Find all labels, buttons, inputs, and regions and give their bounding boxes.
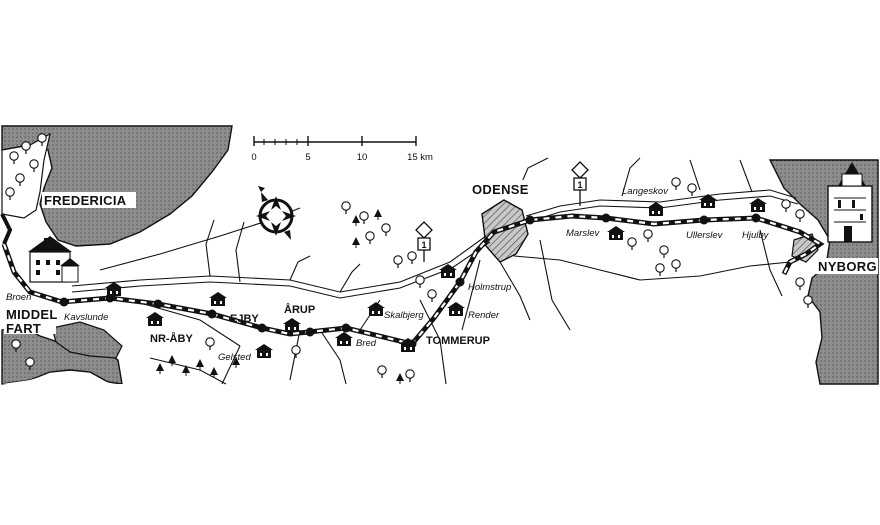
- tree-icon: [427, 289, 437, 303]
- tree-icon: [351, 214, 361, 227]
- scale-tick-5: 5: [305, 152, 310, 163]
- tree-icon: [181, 364, 191, 377]
- label-nyborg: NYBORG: [818, 259, 877, 274]
- town-house-icon: [749, 198, 767, 212]
- label-middelfart-1: MIDDEL: [6, 307, 58, 322]
- castle-icon: [827, 162, 873, 243]
- label-ullerslev: Ullerslev: [686, 230, 724, 241]
- station-aarup: [305, 327, 315, 337]
- labels: FREDERICIA Broen MIDDEL FART Kavslunde N…: [4, 180, 878, 363]
- tree-icon: [291, 345, 301, 359]
- tree-icon: [781, 199, 791, 213]
- label-skalbjerg: Skalbjerg: [384, 310, 424, 321]
- town-house-icon: [209, 292, 227, 306]
- tree-icon: [373, 208, 383, 221]
- scale-bar: 0 5 10 15 km: [251, 136, 433, 163]
- station-nr-aaby: [153, 299, 163, 309]
- label-nr-aaby: NR-ÅBY: [150, 332, 193, 345]
- railway: [0, 213, 825, 347]
- label-bred: Bred: [356, 338, 377, 349]
- tree-icon: [795, 209, 805, 223]
- label-marslev: Marslev: [566, 228, 601, 239]
- station-ejby: [207, 309, 217, 319]
- town-house-icon: [607, 226, 625, 240]
- tree-icon: [393, 255, 403, 269]
- tree-icon: [365, 231, 375, 245]
- station-marslev: [601, 213, 611, 223]
- tree-icon: [205, 337, 215, 351]
- tree-icon: [341, 201, 351, 215]
- road-sign-icon: [417, 237, 431, 251]
- town-house-icon: [255, 344, 273, 358]
- town-house-icon: [283, 318, 301, 332]
- tree-icon: [795, 277, 805, 291]
- road-sign-icon: [573, 177, 587, 191]
- town-house-icon: [105, 282, 123, 296]
- road-sign-1: 1: [415, 221, 433, 262]
- tree-icon: [415, 275, 425, 289]
- compass-rose-icon: [256, 186, 296, 240]
- station-odense: [525, 215, 535, 225]
- town-house-icon: [146, 312, 164, 326]
- station-bred: [341, 323, 351, 333]
- tree-icon: [155, 362, 165, 375]
- town-house-icon: [447, 302, 465, 316]
- label-langeskov: Langeskov: [622, 186, 669, 197]
- tree-icon: [377, 365, 387, 379]
- label-broen: Broen: [6, 292, 31, 303]
- tree-icon: [407, 251, 417, 265]
- tree-icon: [659, 245, 669, 259]
- label-kavslunde: Kavslunde: [64, 312, 108, 323]
- label-fredericia: FREDERICIA: [44, 193, 127, 208]
- tree-icon: [359, 211, 369, 225]
- label-odense: ODENSE: [472, 182, 529, 197]
- label-middelfart-2: FART: [6, 321, 41, 336]
- label-holmstrup: Holmstrup: [468, 282, 511, 293]
- tree-icon: [671, 177, 681, 191]
- town-house-icon: [647, 202, 665, 216]
- stations: [59, 213, 761, 349]
- town-house-icon: [367, 302, 385, 316]
- station-gelsted: [257, 323, 267, 333]
- odense-city-area: [481, 199, 529, 263]
- lake: [51, 321, 123, 359]
- label-hjulby: Hjulby: [742, 230, 770, 241]
- tree-icon: [405, 369, 415, 383]
- station-hjulby: [751, 213, 761, 223]
- label-aarup: ÅRUP: [284, 303, 315, 316]
- station-middelfart: [59, 297, 69, 307]
- label-tommerup: TOMMERUP: [426, 335, 490, 347]
- label-render: Render: [468, 310, 500, 321]
- scale-tick-15: 15 km: [407, 152, 433, 163]
- station-ullerslev: [699, 215, 709, 225]
- tree-icon: [687, 183, 697, 197]
- road-sign-number: 1: [421, 240, 426, 250]
- tree-icon: [643, 229, 653, 243]
- scale-tick-0: 0: [251, 152, 256, 163]
- tree-icon: [627, 237, 637, 251]
- road-sign-2: 1: [571, 161, 589, 206]
- label-ejby: EJBY: [230, 313, 259, 325]
- sea-little-belt-south: [1, 325, 132, 386]
- road-sign-number: 1: [577, 180, 582, 190]
- tree-icon: [671, 259, 681, 273]
- tree-icon: [195, 358, 205, 371]
- town-house-icon: [335, 332, 353, 346]
- middelfart-town-icon: [28, 236, 80, 283]
- tree-icon: [381, 223, 391, 237]
- tree-icon: [655, 263, 665, 277]
- label-gelsted: Gelsted: [218, 352, 251, 363]
- scale-tick-10: 10: [357, 152, 368, 163]
- station-holmstrup: [455, 277, 465, 287]
- tree-icon: [803, 295, 813, 309]
- tree-icon: [395, 372, 405, 385]
- tree-icon: [351, 236, 361, 249]
